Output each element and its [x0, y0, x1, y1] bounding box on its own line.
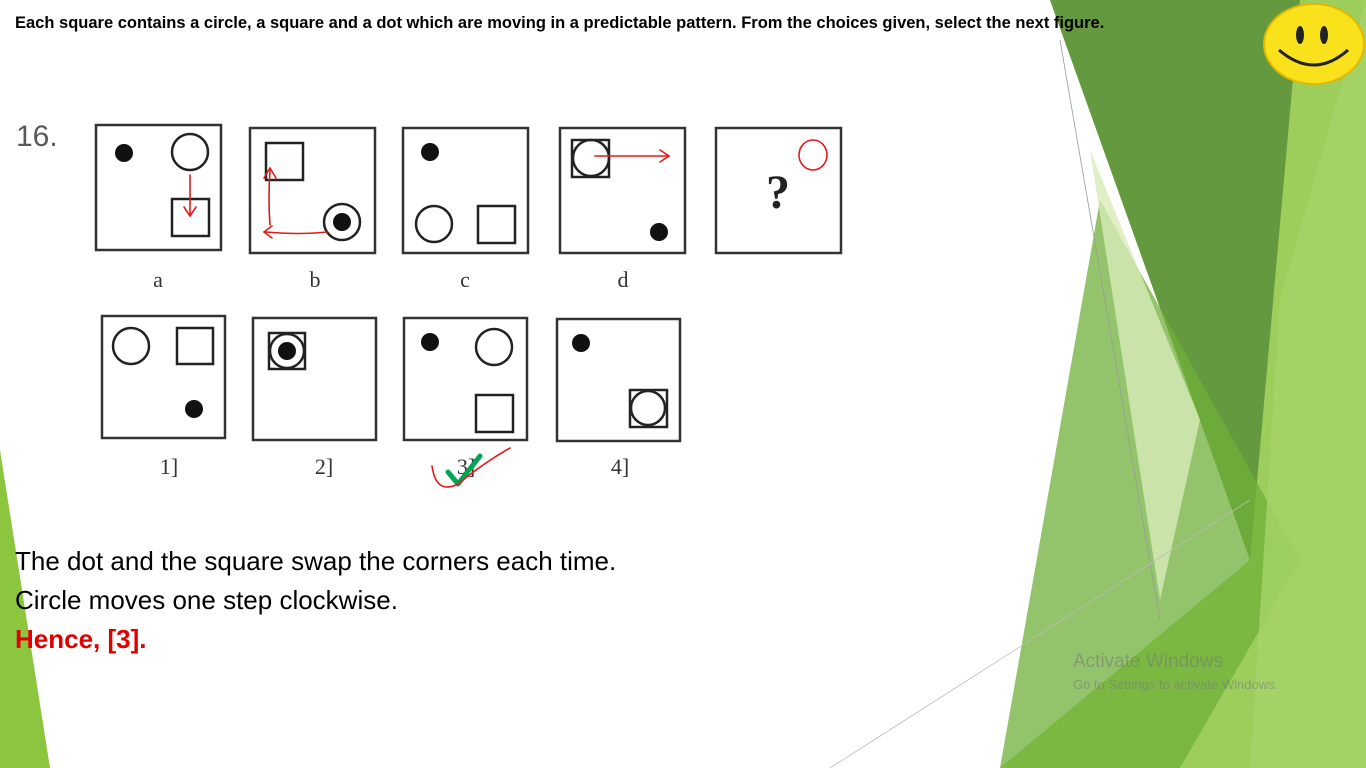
option-label-4: 4] — [611, 454, 629, 479]
option-label-3: 3] — [457, 454, 475, 479]
watermark-subtitle: Go to Settings to activate Windows. — [1073, 677, 1279, 692]
figure-label-b: b — [310, 267, 321, 292]
problem-figure-question: ? — [714, 126, 843, 255]
question-text: Each square contains a circle, a square … — [15, 14, 1105, 32]
explanation-line-1: The dot and the square swap the corners … — [15, 546, 617, 576]
handwritten-tick — [431, 447, 511, 488]
question-number: 16. — [16, 120, 58, 153]
option-figure-3[interactable] — [402, 316, 529, 442]
option-figure-1[interactable] — [100, 314, 227, 440]
option-label-2: 2] — [315, 454, 333, 479]
option-label-1: 1] — [160, 454, 178, 479]
problem-figure-d — [558, 126, 687, 255]
question-mark: ? — [766, 166, 790, 219]
figure-label-c: c — [460, 267, 470, 292]
conclusion-text: Hence, [3]. — [15, 624, 147, 654]
explanation-line-2: Circle moves one step clockwise. — [15, 585, 398, 615]
problem-figure-a — [94, 123, 223, 252]
option-figure-4[interactable] — [555, 317, 682, 443]
option-figure-2[interactable] — [251, 316, 378, 442]
puzzle-figures: ? a b c d — [94, 123, 843, 488]
watermark-title: Activate Windows — [1073, 651, 1223, 672]
figure-label-a: a — [153, 267, 163, 292]
smiley-face-icon — [1263, 3, 1365, 85]
problem-figure-c — [401, 126, 530, 255]
figure-label-d: d — [618, 267, 629, 292]
problem-figure-b — [248, 126, 377, 255]
